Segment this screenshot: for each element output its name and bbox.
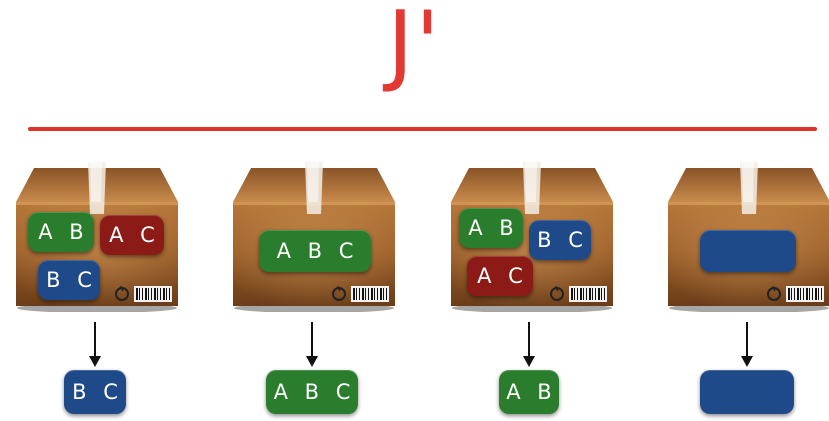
output-tag-3: A B	[499, 370, 559, 414]
recycle-icon	[115, 285, 129, 301]
box-3-tag-1: A B	[459, 208, 523, 248]
down-arrow-icon	[741, 322, 753, 367]
box-1-tag-2: A C	[100, 215, 164, 255]
recycle-icon	[767, 285, 781, 301]
output-tag-4	[700, 370, 794, 414]
barcode-icon	[569, 286, 607, 302]
box-3-tag-2: B C	[529, 220, 591, 260]
recycle-icon	[332, 285, 346, 301]
barcode-icon	[351, 286, 389, 302]
barcode-icon	[786, 286, 824, 302]
divider-line	[28, 127, 817, 131]
box-4-tag-1	[700, 230, 796, 272]
down-arrow-icon	[523, 322, 535, 367]
box-3-tag-3: A C	[467, 256, 533, 296]
box-1-tag-1: A B	[28, 212, 94, 252]
down-arrow-icon	[89, 322, 101, 367]
box-2: A B C	[225, 150, 403, 322]
box-1-tag-3: B C	[38, 260, 100, 300]
output-tag-2: A B C	[266, 370, 358, 414]
recycle-icon	[550, 285, 564, 301]
box-4	[660, 150, 829, 322]
down-arrow-icon	[306, 322, 318, 367]
page-title: J'	[387, 0, 442, 95]
barcode-icon	[134, 286, 172, 302]
output-tag-1: B C	[64, 370, 126, 414]
box-2-tag-1: A B C	[259, 230, 371, 272]
